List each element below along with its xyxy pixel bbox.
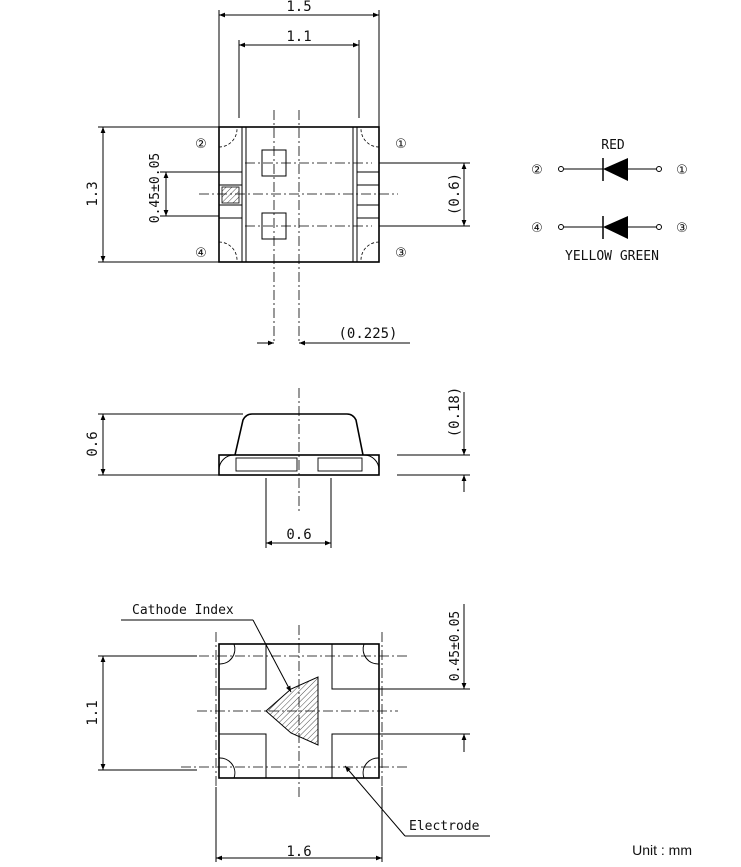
- circuit-pin-2: ②: [531, 163, 543, 178]
- pin-1-label: ①: [395, 137, 407, 152]
- polarity-mark: [221, 186, 240, 204]
- dim-inner-width: 1.1: [286, 29, 311, 45]
- circuit-diagram: RED ② ① ④ ③ YELLOW GREEN: [531, 138, 688, 264]
- bottom-dim-height: 1.1: [85, 700, 101, 725]
- unit-label: Unit : mm: [632, 842, 692, 858]
- red-diode-symbol: [603, 158, 628, 181]
- circuit-pin-1: ①: [676, 163, 688, 178]
- bottom-view: 1.1 0.45±0.05 1.6 Cathode Index Electrod…: [85, 603, 490, 862]
- dim-height: 1.3: [85, 181, 101, 206]
- side-dim-lens-step: (0.18): [447, 387, 463, 438]
- side-dim-width: 0.6: [286, 527, 311, 543]
- pin-3-label: ③: [395, 246, 407, 261]
- circuit-pin-3: ③: [676, 221, 688, 236]
- yellow-green-diode-symbol: [603, 216, 628, 239]
- dim-offset: (0.225): [338, 326, 397, 342]
- yellow-green-label: YELLOW GREEN: [565, 249, 659, 264]
- dim-pad-gap: (0.6): [447, 173, 463, 215]
- electrode-label: Electrode: [409, 819, 480, 834]
- pin-4-label: ④: [195, 246, 207, 261]
- lens-outline: [234, 413, 364, 456]
- pin-2-label: ②: [195, 137, 207, 152]
- cathode-index-label: Cathode Index: [132, 603, 234, 618]
- dim-pitch: 0.45±0.05: [148, 153, 163, 223]
- side-view: 0.6 (0.18) 0.6: [85, 387, 470, 548]
- bottom-dim-width: 1.6: [286, 844, 311, 860]
- circuit-pin-4: ④: [531, 221, 543, 236]
- top-view: 1.5 1.1 1.3 0.45±0.05 (0.6) (0.225) ① ② …: [85, 0, 470, 346]
- side-dim-height: 0.6: [85, 431, 101, 456]
- dim-overall-width: 1.5: [286, 0, 311, 15]
- bottom-dim-pitch: 0.45±0.05: [448, 611, 463, 681]
- red-label: RED: [601, 138, 625, 153]
